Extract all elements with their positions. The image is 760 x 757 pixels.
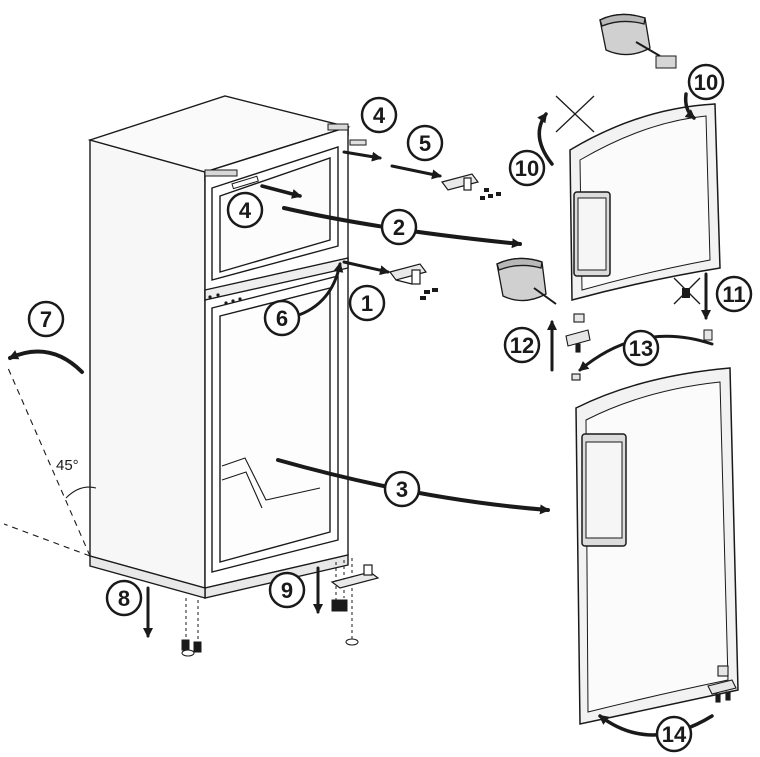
step-callout-2: 2 (380, 208, 418, 246)
svg-text:3: 3 (396, 477, 408, 502)
parts-bag-middle (496, 257, 557, 305)
middle-hinge-screws (420, 288, 438, 300)
svg-text:13: 13 (629, 336, 653, 361)
top-hinge (440, 173, 480, 191)
step-callout-3: 3 (383, 470, 421, 508)
tilt-angle-arc (65, 486, 97, 499)
step-callout-10-top: 10 (687, 63, 725, 101)
svg-text:2: 2 (393, 215, 405, 240)
svg-text:6: 6 (276, 306, 288, 331)
tilt-angle-label: 45° (56, 457, 79, 474)
hinge-cover-plate (349, 139, 367, 146)
step-callout-5: 5 (406, 124, 444, 162)
svg-text:9: 9 (281, 578, 293, 603)
svg-text:7: 7 (40, 307, 52, 332)
hinge-screw-holes (208, 293, 242, 305)
svg-text:4: 4 (239, 198, 252, 223)
svg-text:11: 11 (722, 282, 745, 307)
svg-text:12: 12 (510, 333, 534, 358)
no-symbol-freezer (555, 95, 595, 133)
step-callout-4b: 4 (360, 96, 398, 134)
parts-bag-top (599, 13, 661, 57)
step-callout-12: 12 (503, 326, 541, 364)
step-callout-14: 14 (655, 715, 693, 753)
cover-cap-top (655, 55, 677, 69)
top-hinge-cover-right (327, 123, 349, 131)
crisper-shelf (221, 457, 321, 509)
freezer-shelf-slot (231, 175, 259, 190)
step-callout-1: 1 (348, 284, 386, 322)
svg-text:10: 10 (515, 156, 539, 181)
bushing-parts (565, 313, 591, 381)
fridge-cabinet (87, 95, 351, 599)
middle-hinge (388, 263, 428, 285)
step-callout-4a: 4 (226, 191, 264, 229)
step-callout-7: 7 (27, 300, 65, 338)
door-stop-pin (682, 288, 690, 298)
step-callout-9: 9 (268, 571, 306, 609)
step-callout-8: 8 (105, 579, 143, 617)
top-hinge-screws (480, 188, 501, 200)
svg-text:1: 1 (361, 291, 373, 316)
step-callout-10-left: 10 (508, 149, 546, 187)
freezer-door (569, 103, 721, 301)
bottom-hinge-bracket (330, 564, 380, 589)
bottom-screws-left (181, 598, 202, 657)
fridge-door (575, 367, 739, 725)
svg-text:5: 5 (419, 131, 431, 156)
bottom-screws-right (331, 558, 359, 646)
door-hinge-pin (703, 329, 713, 341)
svg-text:10: 10 (694, 70, 718, 95)
step-callout-6: 6 (263, 299, 301, 337)
fridge-door-bottom-hinge (707, 665, 737, 703)
svg-text:8: 8 (118, 586, 130, 611)
step-callout-13: 13 (622, 329, 660, 367)
top-hinge-cover (204, 169, 238, 177)
step-callout-11: 11 (715, 275, 753, 313)
svg-text:14: 14 (662, 722, 687, 747)
tilt-angle-guide (3, 367, 91, 557)
svg-text:4: 4 (373, 103, 386, 128)
